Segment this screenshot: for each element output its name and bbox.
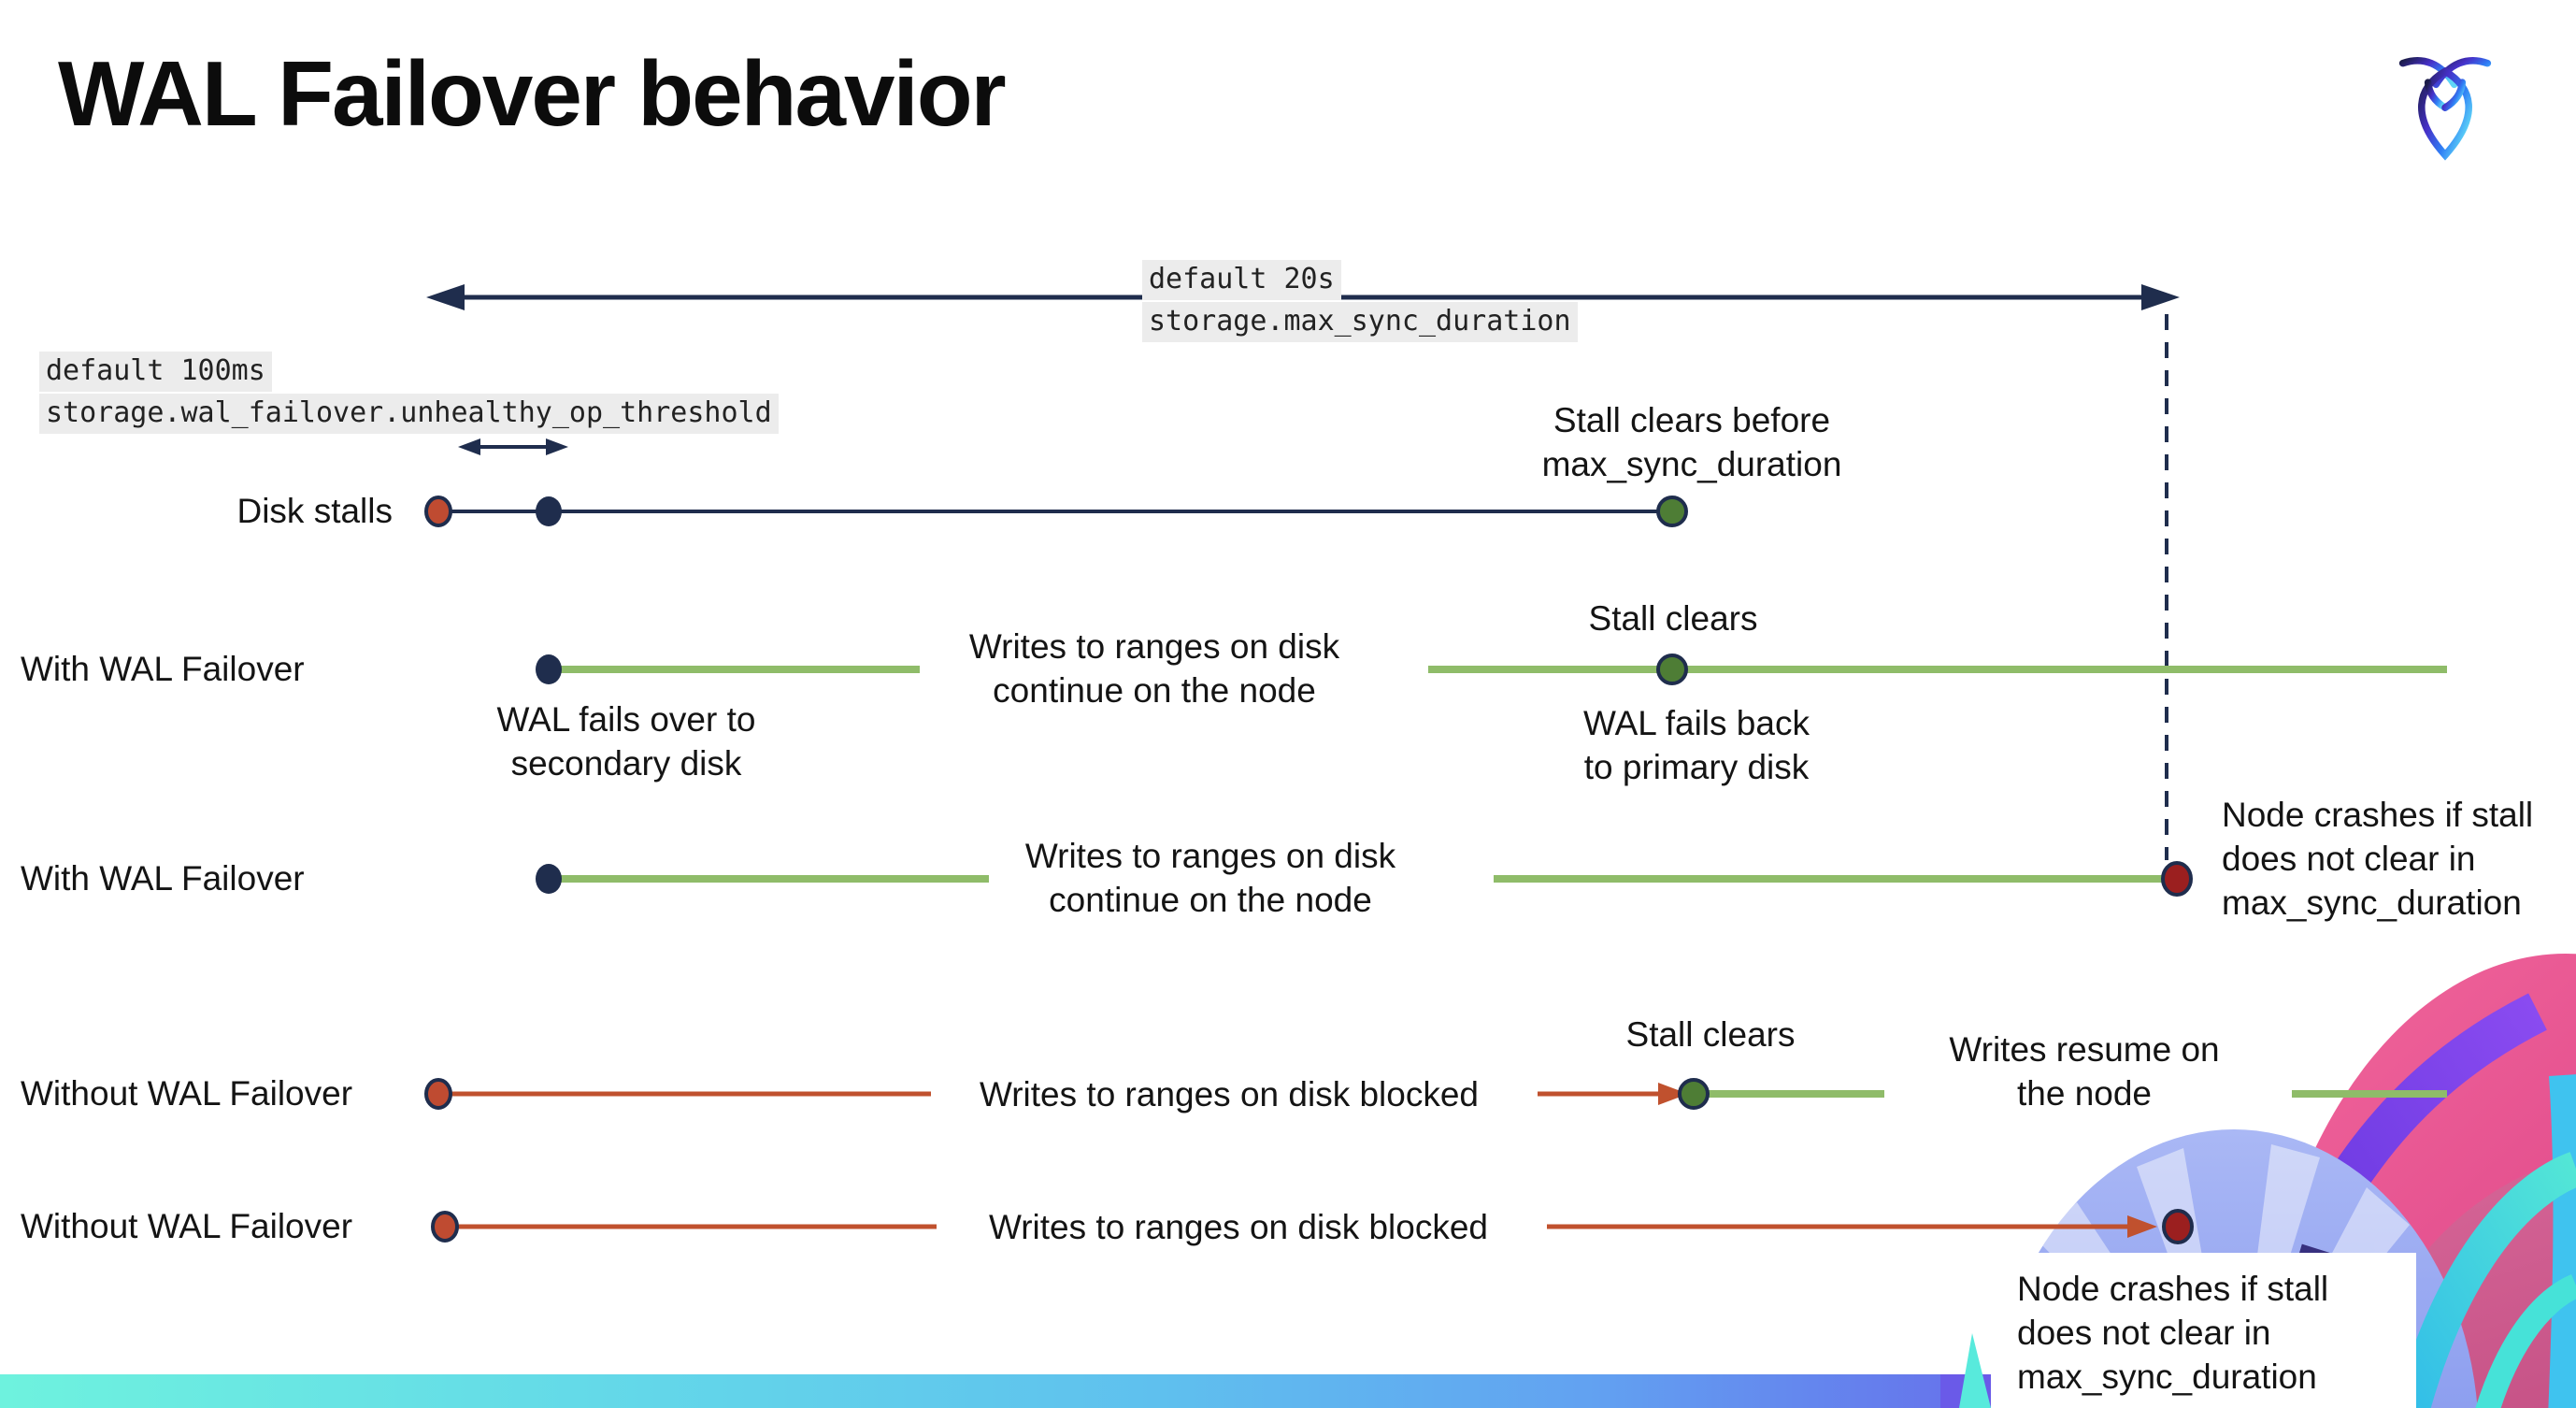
stall-start-dot xyxy=(424,496,452,527)
stall-clears-dot xyxy=(1678,1078,1710,1110)
row-disk-stalls xyxy=(424,496,1688,527)
node-crash-dot xyxy=(2161,861,2193,897)
note-writes-continue-1: Writes to ranges on disk continue on the… xyxy=(968,627,1340,710)
note-writes-resume: Writes resume on the node xyxy=(1949,1030,2220,1113)
note-node-crashes-no-failover: Node crashes if stall does not clear in … xyxy=(2017,1270,2329,1396)
unhealthy-op-threshold-arrow xyxy=(458,438,568,455)
cockroachdb-logo-icon xyxy=(2398,57,2492,161)
stall-clears-dot xyxy=(1656,496,1688,527)
note-writes-blocked-1: Writes to ranges on disk blocked xyxy=(979,1075,1480,1113)
max-sync-default-value: default 20s xyxy=(1142,260,1341,300)
failover-dot xyxy=(536,864,562,894)
row-label-disk-stalls: Disk stalls xyxy=(236,492,393,530)
note-stall-clears-before: Stall clears before max_sync_duration xyxy=(1541,401,1842,483)
unhealthy-op-annotation: default 100ms storage.wal_failover.unhea… xyxy=(39,352,779,436)
row-with-wal-failover-1 xyxy=(536,654,2447,685)
blocked-arrowhead xyxy=(1658,1083,1688,1105)
note-stall-clears-1: Stall clears xyxy=(1588,599,1758,638)
page-title: WAL Failover behavior xyxy=(58,42,1007,145)
stall-start-dot xyxy=(424,1078,452,1110)
row-label-with-wal-failover-1: With WAL Failover xyxy=(21,650,305,688)
note-wal-fails-over: WAL fails over to secondary disk xyxy=(496,700,756,783)
row-label-with-wal-failover-2: With WAL Failover xyxy=(21,859,305,898)
max-sync-setting-name: storage.max_sync_duration xyxy=(1142,302,1578,342)
unhealthy-op-default-value: default 100ms xyxy=(39,352,272,392)
row-label-without-wal-failover-1: Without WAL Failover xyxy=(21,1074,353,1113)
unhealthy-op-setting-name: storage.wal_failover.unhealthy_op_thresh… xyxy=(39,394,779,434)
note-writes-blocked-2: Writes to ranges on disk blocked xyxy=(988,1208,1489,1246)
stall-clears-dot xyxy=(1656,654,1688,685)
threshold-dot xyxy=(536,496,562,526)
node-crashes-callout-box xyxy=(1991,1253,2416,1408)
note-wal-fails-back: WAL fails back to primary disk xyxy=(1583,704,1810,786)
max-sync-annotation: default 20s storage.max_sync_duration xyxy=(1142,260,1578,344)
note-node-crashes-failover: Node crashes if stall does not clear in … xyxy=(2222,796,2534,922)
note-writes-continue-2: Writes to ranges on disk continue on the… xyxy=(1024,837,1396,919)
failover-dot xyxy=(536,654,562,684)
row-label-without-wal-failover-2: Without WAL Failover xyxy=(21,1207,353,1245)
stall-start-dot xyxy=(431,1211,459,1243)
note-stall-clears-2: Stall clears xyxy=(1625,1015,1796,1054)
